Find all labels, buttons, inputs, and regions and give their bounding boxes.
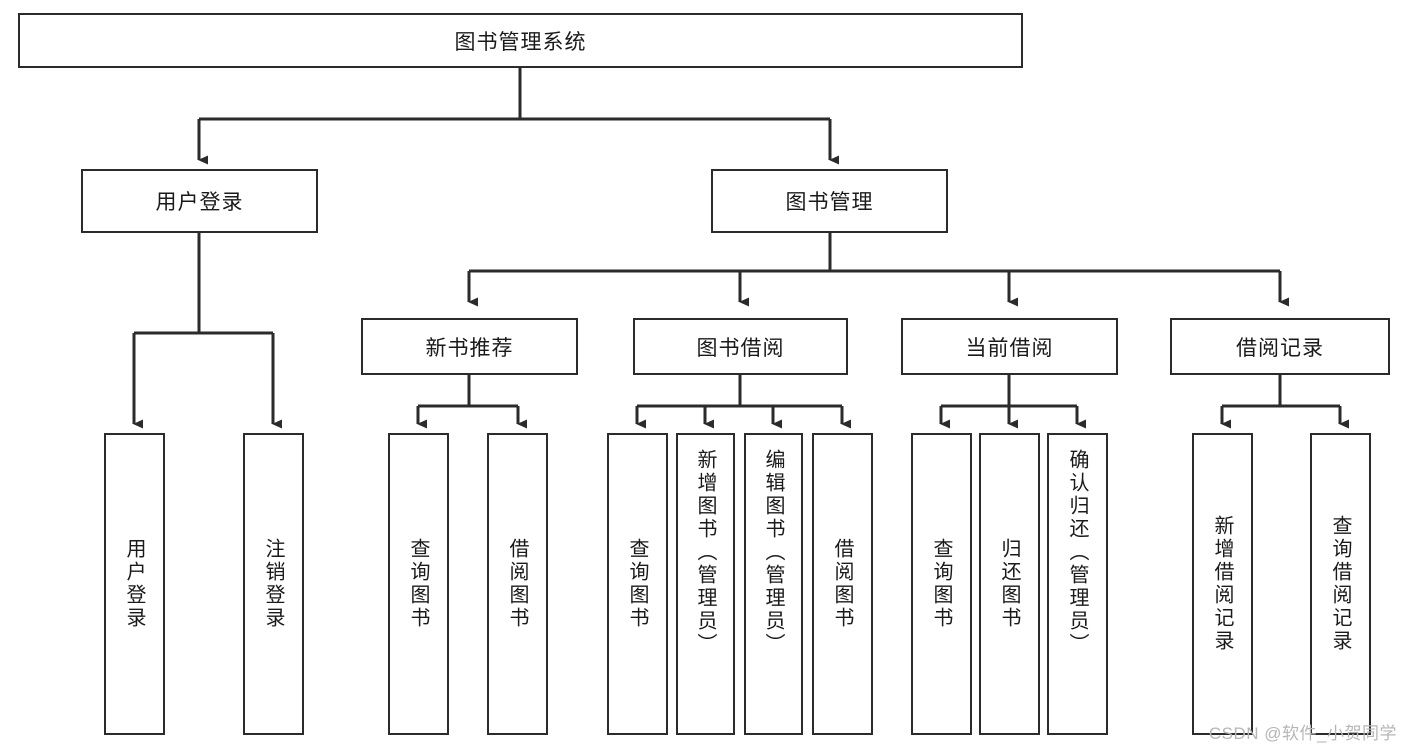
node-label: 借阅图书 (506, 538, 528, 630)
node-label: 确认归还（管理员） (1066, 449, 1088, 656)
leaf-borrow-books-recommend[interactable]: 借阅图书 (487, 433, 548, 735)
leaf-query-books-recommend[interactable]: 查询图书 (388, 433, 449, 735)
node-user-login[interactable]: 用户登录 (81, 169, 318, 233)
leaf-user-login[interactable]: 用户登录 (104, 433, 165, 735)
leaf-borrow-books[interactable]: 借阅图书 (812, 433, 873, 735)
node-label: 编辑图书（管理员） (762, 449, 784, 656)
node-label: 图书管理系统 (454, 30, 587, 54)
node-label: 当前借阅 (965, 336, 1054, 360)
leaf-add-borrow-record[interactable]: 新增借阅记录 (1192, 433, 1253, 735)
node-label: 新增图书（管理员） (694, 449, 716, 656)
node-label: 新书推荐 (425, 336, 514, 360)
node-label: 查询图书 (407, 538, 429, 630)
node-label: 用户登录 (123, 538, 145, 630)
node-label: 借阅记录 (1236, 336, 1324, 360)
leaf-query-books-current[interactable]: 查询图书 (911, 433, 972, 735)
node-label: 用户登录 (155, 191, 244, 214)
node-label: 图书管理 (785, 191, 874, 214)
leaf-edit-book-admin[interactable]: 编辑图书（管理员） (744, 433, 803, 735)
leaf-return-books[interactable]: 归还图书 (979, 433, 1040, 735)
csdn-watermark: CSDN @软件_小贺同学 (1208, 724, 1397, 743)
node-label: 新增借阅记录 (1211, 515, 1233, 653)
node-label: 借阅图书 (831, 538, 853, 630)
node-current-borrowing[interactable]: 当前借阅 (901, 318, 1118, 375)
leaf-query-borrow-record[interactable]: 查询借阅记录 (1310, 433, 1371, 735)
node-label: 注销登录 (262, 538, 284, 630)
node-root-book-management-system[interactable]: 图书管理系统 (18, 13, 1023, 68)
node-book-management[interactable]: 图书管理 (711, 169, 948, 233)
node-label: 图书借阅 (696, 336, 785, 360)
node-book-borrowing[interactable]: 图书借阅 (633, 318, 848, 375)
node-label: 归还图书 (998, 538, 1020, 630)
node-new-book-recommendation[interactable]: 新书推荐 (361, 318, 578, 375)
leaf-logout[interactable]: 注销登录 (243, 433, 304, 735)
leaf-confirm-return-admin[interactable]: 确认归还（管理员） (1047, 433, 1108, 735)
node-label: 查询图书 (626, 538, 648, 630)
node-borrowing-records[interactable]: 借阅记录 (1170, 318, 1390, 375)
leaf-add-book-admin[interactable]: 新增图书（管理员） (676, 433, 735, 735)
node-label: 查询图书 (930, 538, 952, 630)
node-label: 查询借阅记录 (1329, 515, 1351, 653)
leaf-query-books-borrow[interactable]: 查询图书 (607, 433, 668, 735)
